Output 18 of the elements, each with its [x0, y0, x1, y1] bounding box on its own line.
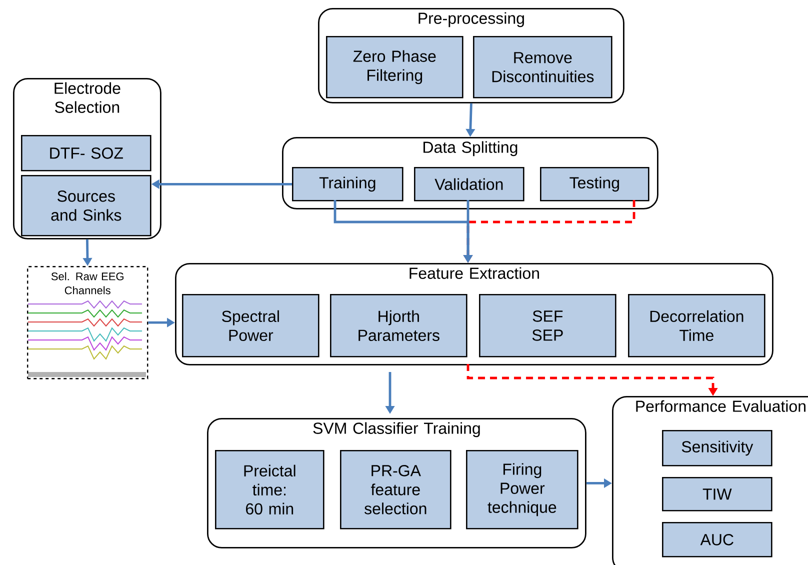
step-box: Remove Discontinuities: [473, 36, 612, 98]
step-box: Preictal time: 60 min: [215, 450, 324, 530]
step-box: AUC: [662, 522, 772, 558]
step-box: Zero Phase Filtering: [326, 36, 464, 98]
step-box: Sensitivity: [662, 430, 772, 466]
step-box: SEF SEP: [479, 294, 616, 358]
step-box: Validation: [414, 167, 524, 202]
eeg-plot-panel: Sel. Raw EEG Channels: [27, 266, 148, 380]
step-box: Training: [292, 167, 404, 202]
step-box: Testing: [540, 167, 650, 202]
step-box: DTF- SOZ: [21, 135, 152, 172]
step-box: Firing Power technique: [466, 450, 578, 530]
step-box: PR-GA feature selection: [340, 450, 452, 530]
step-box: TIW: [662, 477, 772, 512]
step-box: Spectral Power: [182, 294, 320, 358]
step-box: Decorrelation Time: [628, 294, 766, 358]
step-box: Sources and Sinks: [21, 175, 152, 236]
step-box: Hjorth Parameters: [330, 294, 468, 358]
